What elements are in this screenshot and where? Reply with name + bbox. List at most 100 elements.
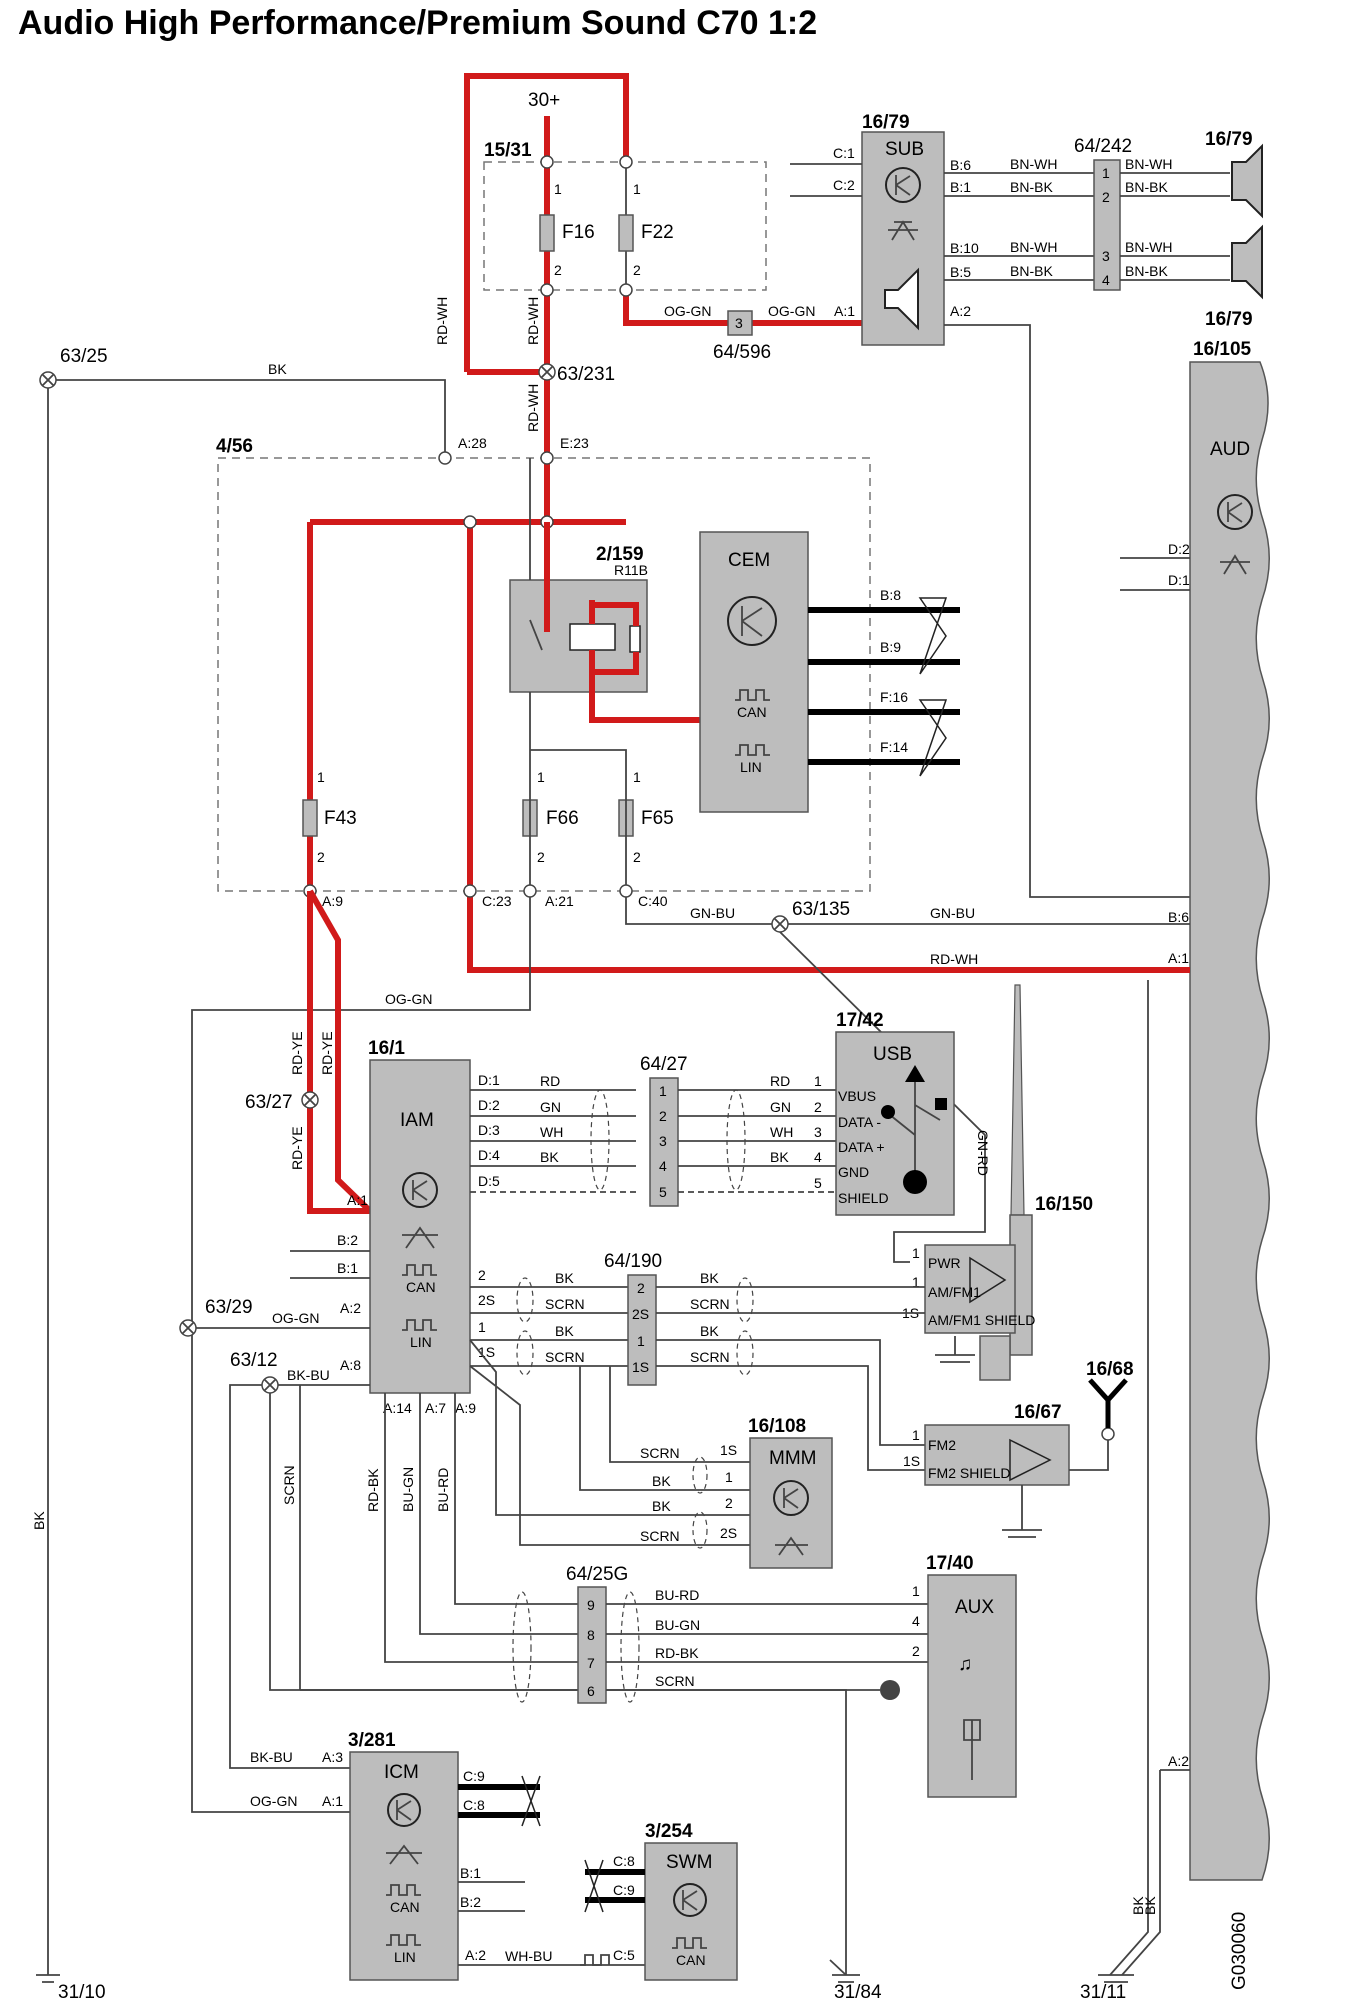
pin-label: 4: [1102, 272, 1110, 288]
speaker-2-id: 16/79: [1205, 309, 1253, 330]
pin-label: 5: [814, 1175, 822, 1191]
wire-label: OG-GN: [768, 303, 815, 319]
pin-label: 2: [912, 1643, 920, 1659]
pin-label: E:23: [560, 435, 589, 451]
transistor-icon-lines: [783, 1488, 799, 1509]
diode-icon: [1220, 554, 1250, 575]
pin-label: C:2: [833, 177, 855, 193]
pin-label: 3: [814, 1124, 822, 1140]
fm2-amplifier: [924, 1424, 1070, 1486]
fuse-f43: [302, 799, 318, 837]
supply-label: 30+: [528, 90, 560, 111]
speaker-1-icon: [1231, 143, 1263, 219]
amplifier-icon: [969, 1256, 1007, 1304]
node: [463, 515, 477, 529]
transistor-icon-lines: [1227, 502, 1243, 523]
usb-port-module: [835, 1031, 955, 1216]
swm-id: 3/254: [645, 1821, 693, 1842]
wire-label: OG-GN: [664, 303, 711, 319]
pin-label: D:3: [478, 1122, 500, 1138]
pin-label: 1: [1102, 165, 1110, 181]
usb-pin-label: GND: [838, 1164, 869, 1180]
wire-label: BN-BK: [1125, 263, 1168, 279]
icm-id: 3/281: [348, 1730, 396, 1751]
lin-signal-icon: [402, 1319, 437, 1331]
pin-label: B:5: [950, 264, 971, 280]
pin-label: 1: [537, 769, 545, 785]
swm-can-label: CAN: [676, 1952, 706, 1968]
pin-label: B:8: [880, 587, 901, 603]
pin-label: C:9: [463, 1768, 485, 1784]
fm2-pin-label: FM2: [928, 1437, 956, 1453]
pin-label: B:2: [337, 1232, 358, 1248]
ground-symbol: [832, 1974, 860, 1983]
bk-ground-wire: [47, 379, 446, 1975]
shield-symbol: [692, 1456, 708, 1494]
pin-label: A:28: [458, 435, 487, 451]
swm-name: SWM: [666, 1852, 712, 1873]
fuse-f16: [539, 214, 555, 252]
pin-label: 3: [659, 1133, 667, 1149]
speaker-wires: [1120, 172, 1230, 281]
lin-signal-icon: [386, 1934, 421, 1946]
splice-cross: [41, 373, 55, 387]
pin-label: A:2: [340, 1300, 361, 1316]
sub-speaker-wires: [944, 172, 1094, 281]
rdye-wire: [307, 889, 373, 1214]
node: [1101, 1427, 1115, 1441]
swm-module: [644, 1842, 738, 1981]
pin-label: A:2: [1168, 1753, 1189, 1769]
ground-symbol: [935, 1336, 975, 1363]
pin-label: C:23: [482, 893, 512, 909]
wire-label: OG-GN: [250, 1793, 297, 1809]
f22-output-wire: [623, 290, 862, 326]
pin-label: B:10: [950, 240, 979, 256]
wire-label: BK: [700, 1323, 719, 1339]
pin-label: B:6: [950, 157, 971, 173]
pin-label: 1: [637, 1333, 645, 1349]
music-note-icon: ♫: [958, 1654, 972, 1675]
pin-label: B:2: [460, 1894, 481, 1910]
rdwh-to-aud-wire: [467, 522, 1190, 973]
can-signal-icon: [402, 1264, 437, 1276]
pin-label: 4: [659, 1158, 667, 1174]
pin-label: D:4: [478, 1147, 500, 1163]
diode-icon: [888, 220, 918, 241]
icm-name: ICM: [384, 1762, 419, 1783]
can-signal-icon: [672, 1937, 707, 1949]
ground-symbol: [1098, 1974, 1134, 1983]
ground-wire: [829, 1959, 847, 1976]
pin-label: B:9: [880, 639, 901, 655]
wire-label: BU-GN: [655, 1617, 700, 1633]
wire-label: SCRN: [545, 1349, 585, 1365]
wire-label: SCRN: [640, 1445, 680, 1461]
wire-label: BK: [700, 1270, 719, 1286]
splice-label: 63/29: [205, 1297, 253, 1318]
sub-name: SUB: [885, 139, 924, 160]
pin-label: 1: [725, 1469, 733, 1485]
node: [523, 884, 537, 898]
iam-usb-wires: [470, 1089, 636, 1167]
wire-label: BU-RD: [655, 1587, 699, 1603]
190-antenna-wires: [656, 1286, 925, 1314]
pin-label: B:6: [1168, 909, 1189, 925]
relay-switch-wires: [529, 458, 543, 750]
wire-label: BK: [1130, 1896, 1146, 1915]
190-fm2-wires: [656, 1339, 925, 1471]
splice-label: 63/27: [245, 1092, 293, 1113]
cem-name: CEM: [728, 550, 770, 571]
connector-label: 64/596: [713, 342, 771, 363]
wire-label: BN-WH: [1125, 239, 1172, 255]
twist-symbol: [521, 1775, 541, 1827]
aud-name: AUD: [1210, 439, 1250, 460]
wire-label: WH: [540, 1124, 563, 1140]
iam-can-label: CAN: [406, 1279, 436, 1295]
fm2-pin-label: FM2 SHIELD: [928, 1465, 1010, 1481]
pin-label: 1: [912, 1583, 920, 1599]
pin-label: A:9: [455, 1400, 476, 1416]
pin-label: D:2: [478, 1097, 500, 1113]
cem-module: [699, 531, 809, 813]
aud-id: 16/105: [1193, 339, 1252, 360]
pin-label: 9: [587, 1597, 595, 1613]
pin-label: 7: [587, 1655, 595, 1671]
